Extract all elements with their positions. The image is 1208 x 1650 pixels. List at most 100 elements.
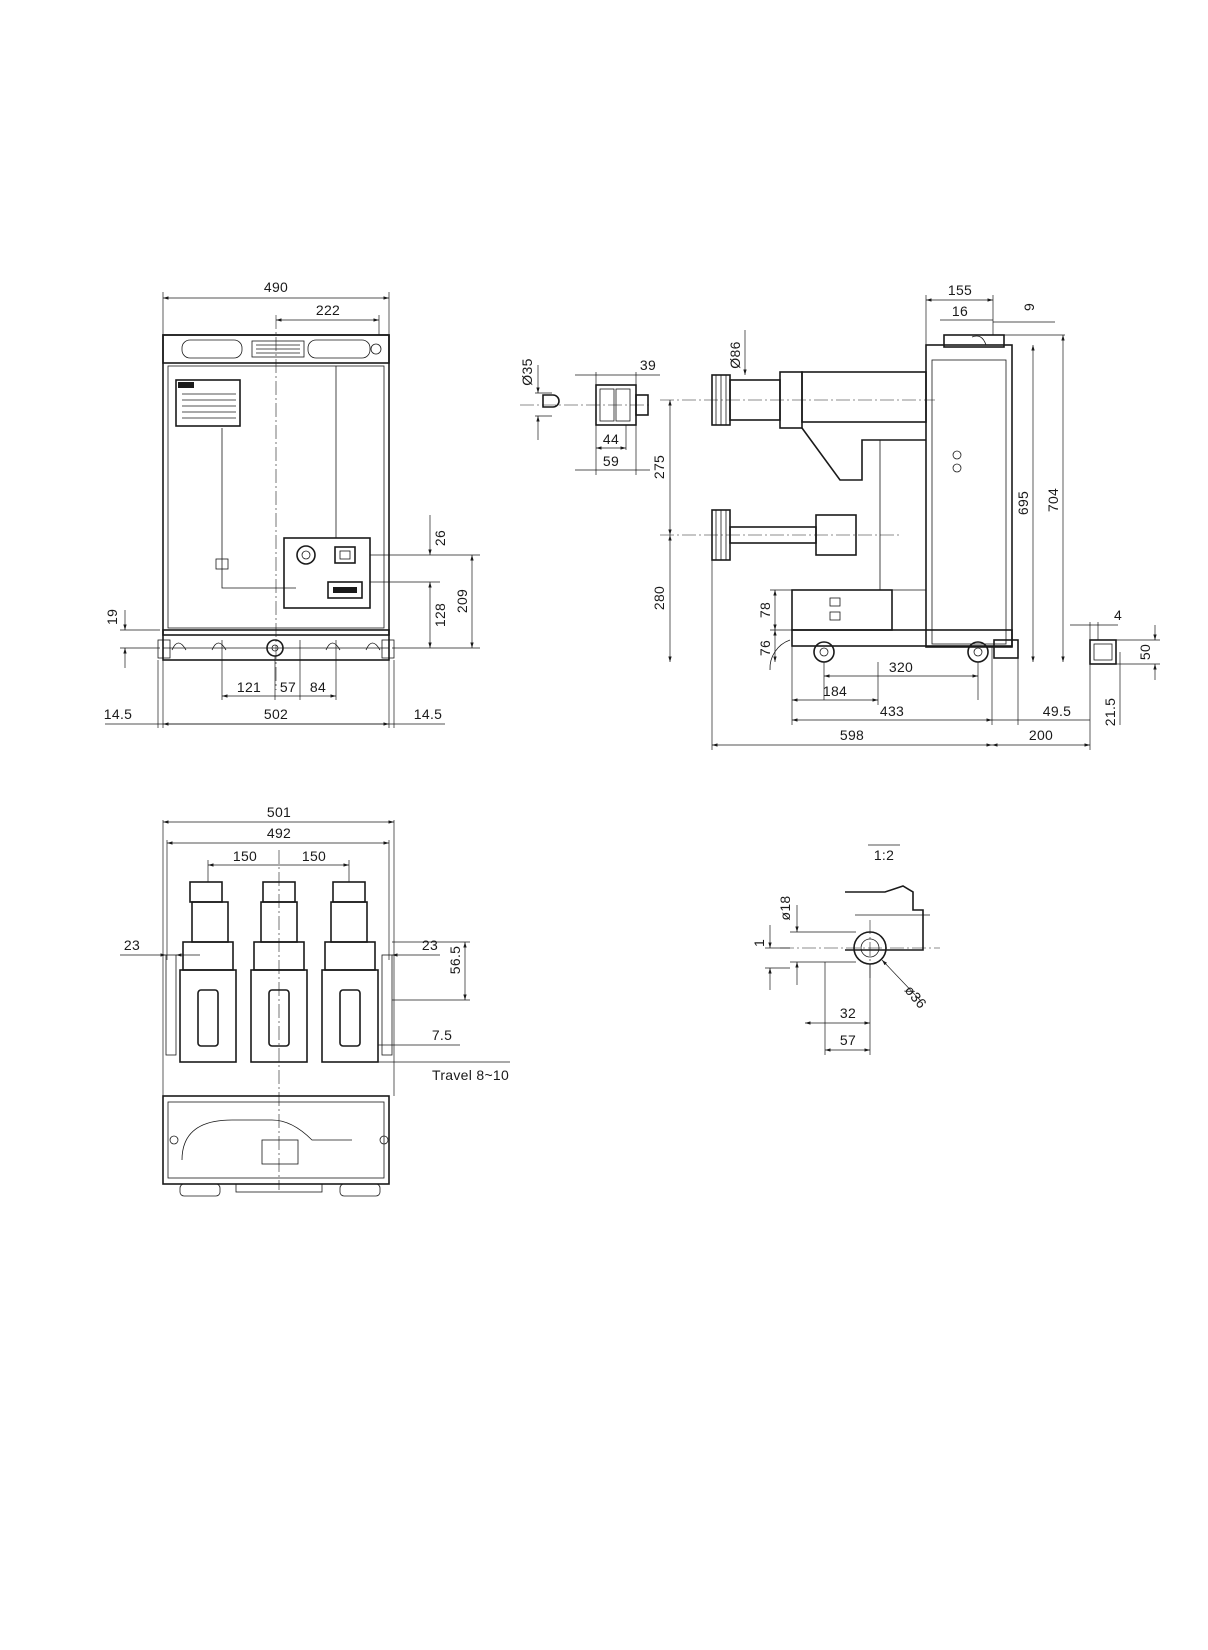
truck-slot-b [830, 612, 840, 620]
side-top-hook [972, 336, 986, 345]
dim-184: 184 [823, 683, 847, 699]
pole-right-cap [333, 882, 365, 902]
pole-left-shoulder [183, 942, 233, 970]
wiring-left [222, 428, 296, 588]
dim-9: 9 [1021, 303, 1037, 311]
dim-14-5-right: 14.5 [414, 706, 442, 722]
dim-150-left: 150 [233, 848, 257, 864]
truck-block [792, 590, 892, 630]
control-knob-center [302, 551, 310, 559]
pole-left-neck [192, 902, 228, 942]
dim-280: 280 [651, 586, 667, 610]
counter-digits [333, 587, 357, 593]
nameplate-logo [178, 382, 194, 388]
dim-23-left: 23 [124, 937, 140, 953]
dim-44: 44 [603, 431, 619, 447]
side-frame-inner [880, 440, 926, 590]
dim-433: 433 [880, 703, 904, 719]
dim-704: 704 [1045, 488, 1061, 512]
pole-left-window [198, 990, 218, 1046]
dim-155: 155 [948, 282, 972, 298]
dim-490: 490 [264, 279, 288, 295]
top-grille-slots [256, 345, 300, 353]
side-view: 155 16 9 Ø86 275 280 78 76 695 704 320 1… [651, 282, 1160, 750]
pole-right [322, 882, 378, 1062]
pole-right-neck [331, 902, 367, 942]
top-handle-left [182, 340, 242, 358]
base-bracket-right [382, 640, 394, 658]
top-handle-right [308, 340, 370, 358]
dim-26: 26 [432, 530, 448, 546]
dim-76: 76 [757, 640, 773, 656]
dim-23-right: 23 [422, 937, 438, 953]
nameplate-lines [182, 394, 236, 418]
dim-275: 275 [651, 455, 667, 479]
dim-dia-86: Ø86 [727, 341, 743, 368]
side-hole-a [953, 451, 961, 459]
dim-32: 32 [840, 1005, 856, 1021]
truck-wheel-left [814, 642, 834, 662]
top-knob [371, 344, 381, 354]
dim-4: 4 [1114, 607, 1122, 623]
dim-78: 78 [757, 602, 773, 618]
contact-detail-view: Ø35 39 44 59 [519, 357, 660, 475]
truck-slot-a [830, 598, 840, 606]
dim-501: 501 [267, 804, 291, 820]
dim-222: 222 [316, 302, 340, 318]
dim-59: 59 [603, 453, 619, 469]
dim-492: 492 [267, 825, 291, 841]
side-housing [926, 345, 1012, 647]
side-guard-left [166, 955, 176, 1055]
base-bracket-left [158, 640, 170, 658]
dim-dia-36: ø36 [902, 982, 930, 1011]
side-hole-b [953, 464, 961, 472]
pole-right-shoulder [325, 942, 375, 970]
dim-121: 121 [237, 679, 261, 695]
truck-base [792, 630, 1012, 646]
dim-16: 16 [952, 303, 968, 319]
pole-left [180, 882, 236, 1062]
dim-128: 128 [432, 603, 448, 627]
pole-left-body [180, 970, 236, 1062]
dim-49-5: 49.5 [1043, 703, 1071, 719]
foot-left [180, 1184, 220, 1196]
dim-39: 39 [640, 357, 656, 373]
base-hole-left [170, 1136, 178, 1144]
truck-wheel-right [968, 642, 988, 662]
dim-57-detail: 57 [840, 1032, 856, 1048]
side-housing-inner [932, 360, 1006, 644]
upper-pole [802, 372, 926, 422]
dim-1: 1 [751, 939, 767, 947]
dim-dia-35: Ø35 [519, 358, 535, 385]
dim-502: 502 [264, 706, 288, 722]
control-knob [297, 546, 315, 564]
indicator-window [335, 547, 355, 563]
mechanism-box [262, 1140, 298, 1164]
dim-19: 19 [104, 609, 120, 625]
dim-dia-18: ø18 [777, 895, 793, 920]
dim-209: 209 [454, 589, 470, 613]
pole-right-window [340, 990, 360, 1046]
pole-left-cap [190, 882, 222, 902]
dim-200: 200 [1029, 727, 1053, 743]
dim-84: 84 [310, 679, 326, 695]
detail-view: 1:2 ø18 1 32 57 ø36 [751, 845, 940, 1055]
dim-598: 598 [840, 727, 864, 743]
dim-695: 695 [1015, 491, 1031, 515]
latch-detail-inner [1094, 644, 1112, 660]
dim-7-5: 7.5 [432, 1027, 452, 1043]
foot-right [340, 1184, 380, 1196]
dim-21-5: 21.5 [1102, 698, 1118, 726]
top-view: 501 492 150 150 23 23 56.5 7.5 Travel 8~… [120, 804, 510, 1196]
indicator-window-inner [340, 551, 350, 559]
dim-320: 320 [889, 659, 913, 675]
dim-56-5: 56.5 [447, 946, 463, 974]
side-guard-right [382, 955, 392, 1055]
dim-14-5-left: 14.5 [104, 706, 132, 722]
side-frame-arm [802, 428, 926, 480]
dim-57: 57 [280, 679, 296, 695]
detail-scale: 1:2 [874, 847, 894, 863]
dim-travel: Travel 8~10 [432, 1067, 509, 1083]
front-view: 490 222 19 26 128 209 121 57 84 [104, 279, 480, 728]
